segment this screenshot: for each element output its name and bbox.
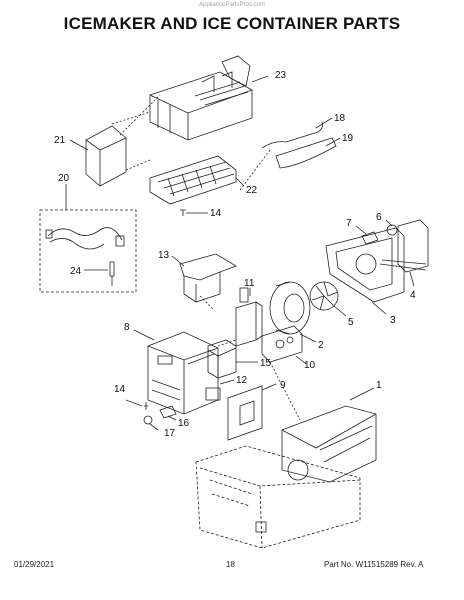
callout-14-bottom: 14 (114, 384, 126, 395)
wiring-harness-group (39, 209, 137, 293)
part-cover-plate[interactable] (227, 385, 263, 441)
callout-13: 13 (158, 250, 170, 261)
callout-1: 1 (376, 380, 382, 391)
callout-18: 18 (334, 113, 346, 124)
callout-23: 23 (275, 70, 287, 81)
callout-21: 21 (54, 135, 66, 146)
part-switch[interactable] (261, 325, 303, 363)
callout-2: 2 (318, 340, 324, 351)
watermark: AppliancePartsPros.com (199, 2, 265, 8)
part-harness[interactable] (45, 227, 125, 250)
part-auger-fan[interactable] (309, 281, 339, 311)
part-ejector[interactable] (149, 155, 237, 205)
part-latch[interactable] (255, 521, 267, 533)
callout-11: 11 (244, 278, 255, 289)
part-ice-container[interactable] (281, 405, 377, 483)
part-bin[interactable] (195, 445, 361, 549)
callout-16: 16 (178, 418, 190, 429)
part-motor[interactable] (235, 287, 263, 347)
footer-page-number: 18 (226, 560, 235, 569)
callout-24: 24 (70, 266, 82, 277)
part-auger-motor[interactable] (379, 219, 429, 273)
part-bushing[interactable] (386, 224, 398, 236)
part-thermistor[interactable] (109, 261, 115, 286)
part-gear-small[interactable] (143, 415, 153, 425)
callout-9: 9 (280, 380, 286, 391)
callout-3: 3 (390, 315, 396, 326)
callout-6: 6 (376, 212, 382, 223)
footer-date: 01/29/2021 (14, 560, 55, 569)
part-housing[interactable] (147, 331, 219, 415)
part-screw-bottom[interactable] (144, 402, 148, 410)
callout-15: 15 (260, 358, 272, 369)
callout-14-top: 14 (210, 208, 222, 219)
footer-part-number: Part No. W11515289 Rev. A (324, 560, 424, 569)
callout-4: 4 (410, 290, 416, 301)
part-bracket[interactable] (275, 137, 337, 169)
callout-20: 20 (58, 173, 70, 184)
page-title: ICEMAKER AND ICE CONTAINER PARTS (63, 14, 401, 33)
part-rod[interactable] (261, 121, 323, 149)
callout-12: 12 (236, 375, 248, 386)
part-small-switch[interactable] (205, 387, 221, 401)
callout-17: 17 (164, 428, 176, 439)
callout-5: 5 (348, 317, 354, 328)
part-duct[interactable] (179, 253, 237, 303)
part-screw-top[interactable] (180, 209, 186, 216)
part-solenoid[interactable] (207, 339, 237, 379)
callout-22: 22 (246, 185, 258, 196)
part-nut[interactable] (361, 231, 379, 245)
part-icemaker[interactable] (149, 55, 253, 141)
callout-7: 7 (346, 218, 352, 229)
callout-8: 8 (124, 322, 130, 333)
part-gear-ring[interactable] (269, 281, 311, 335)
part-cover[interactable] (85, 125, 127, 187)
part-frame[interactable] (325, 227, 405, 303)
part-clip[interactable] (159, 405, 177, 419)
callout-10: 10 (304, 360, 316, 371)
callout-19: 19 (342, 133, 354, 144)
